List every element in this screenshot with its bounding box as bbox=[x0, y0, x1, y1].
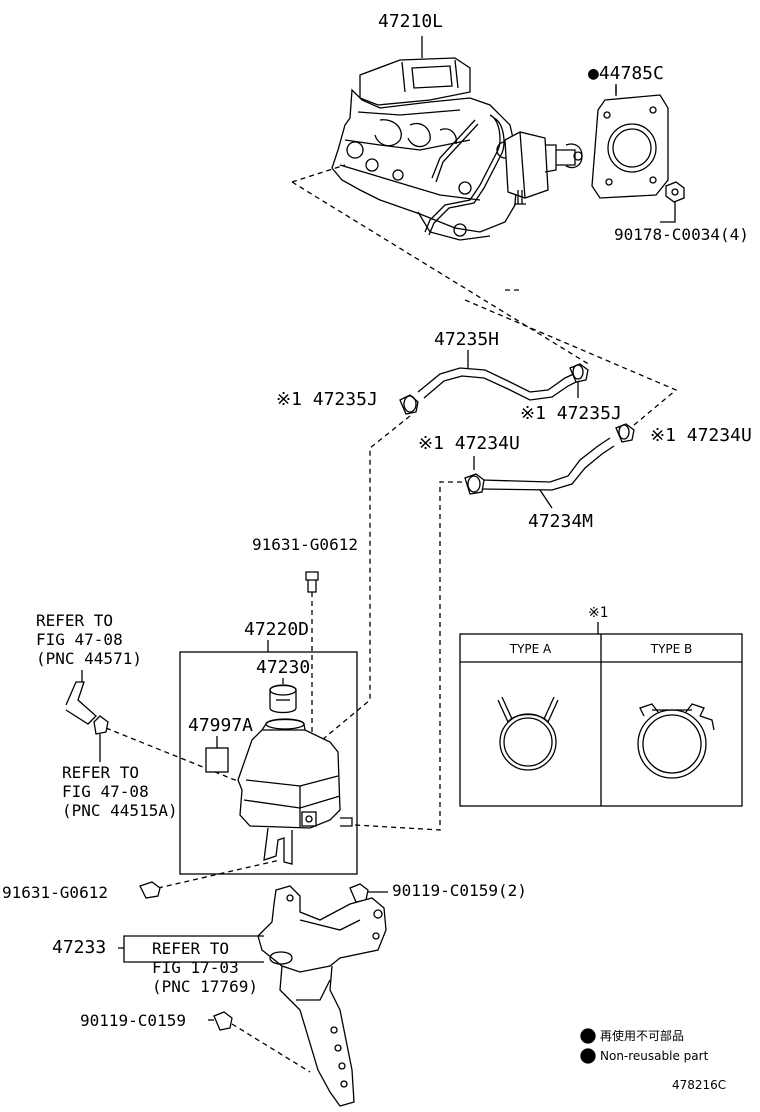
refer-note-1-line3: (PNC 44571) bbox=[36, 649, 142, 668]
clip-47235J-right-drawing bbox=[569, 363, 589, 398]
part-label-47234M: 47234M bbox=[528, 511, 594, 532]
legend-text-en: Non-reusable part bbox=[600, 1049, 709, 1063]
clip-47234U-left-drawing bbox=[464, 456, 485, 495]
part-label-47235J-right: ※1 47235J bbox=[520, 403, 622, 424]
refer-note-2-line3: (PNC 44515A) bbox=[62, 801, 178, 820]
clip-47235J-left-drawing bbox=[399, 394, 419, 415]
booster-assembly-drawing bbox=[331, 57, 583, 241]
label-47997A-drawing bbox=[205, 747, 229, 773]
refer-hose-drawing bbox=[65, 670, 109, 762]
clip-table-mark: ※1 bbox=[588, 605, 609, 621]
figure-id: 478216C bbox=[672, 1078, 727, 1092]
clip-type-b-drawing bbox=[637, 703, 715, 779]
nut-drawing bbox=[660, 181, 685, 223]
bracket-drawing bbox=[257, 885, 387, 1107]
part-label-47233: 47233 bbox=[52, 937, 107, 958]
refer-note-3-line2: FIG 17-03 bbox=[152, 958, 239, 977]
clip-47234U-right-drawing bbox=[615, 423, 635, 443]
part-label-47234U-left: ※1 47234U bbox=[418, 433, 520, 454]
hose-47235H-drawing bbox=[417, 350, 581, 401]
refer-note-1-line2: FIG 47-08 bbox=[36, 630, 123, 649]
part-label-47235H: 47235H bbox=[434, 329, 500, 350]
refer-note-3-line1: REFER TO bbox=[152, 939, 230, 958]
part-label-47234U-right: ※1 47234U bbox=[650, 425, 752, 446]
clip-type-table bbox=[459, 622, 743, 807]
part-label-91631-left: 91631-G0612 bbox=[2, 883, 108, 902]
bolt-90119-2-drawing bbox=[349, 883, 388, 903]
part-label-44785C: ●44785C bbox=[588, 63, 664, 84]
part-label-47220D: 47220D bbox=[244, 619, 310, 640]
bolt-left-drawing bbox=[139, 881, 161, 899]
part-label-91631-top: 91631-G0612 bbox=[252, 535, 358, 554]
bolt-90119-drawing bbox=[208, 1011, 233, 1031]
part-label-47997A: 47997A bbox=[188, 715, 254, 736]
gasket-drawing bbox=[591, 84, 669, 199]
part-label-90119: 90119-C0159 bbox=[80, 1011, 186, 1030]
legend-bullet-icon bbox=[580, 1028, 596, 1044]
type-a-label: TYPE A bbox=[509, 642, 552, 656]
refer-note-2-line1: REFER TO bbox=[62, 763, 140, 782]
part-label-47230: 47230 bbox=[256, 657, 311, 678]
clip-type-a-drawing bbox=[497, 696, 559, 771]
legend-text-jp: 再使用不可部品 bbox=[600, 1029, 685, 1043]
refer-note-1-line1: REFER TO bbox=[36, 611, 114, 630]
legend-bullet-icon bbox=[580, 1048, 596, 1064]
type-b-label: TYPE B bbox=[650, 642, 693, 656]
refer-note-3-line3: (PNC 17769) bbox=[152, 977, 258, 996]
part-label-47210L: 47210L bbox=[378, 11, 444, 32]
hose-47234M-drawing bbox=[481, 437, 615, 509]
bolt-top-drawing bbox=[305, 571, 319, 593]
part-label-47235J-left: ※1 47235J bbox=[276, 389, 378, 410]
reservoir-drawing bbox=[237, 684, 353, 865]
part-label-90119-2: 90119-C0159(2) bbox=[392, 881, 527, 900]
part-label-90178: 90178-C0034(4) bbox=[614, 225, 749, 244]
refer-note-2-line2: FIG 47-08 bbox=[62, 782, 149, 801]
